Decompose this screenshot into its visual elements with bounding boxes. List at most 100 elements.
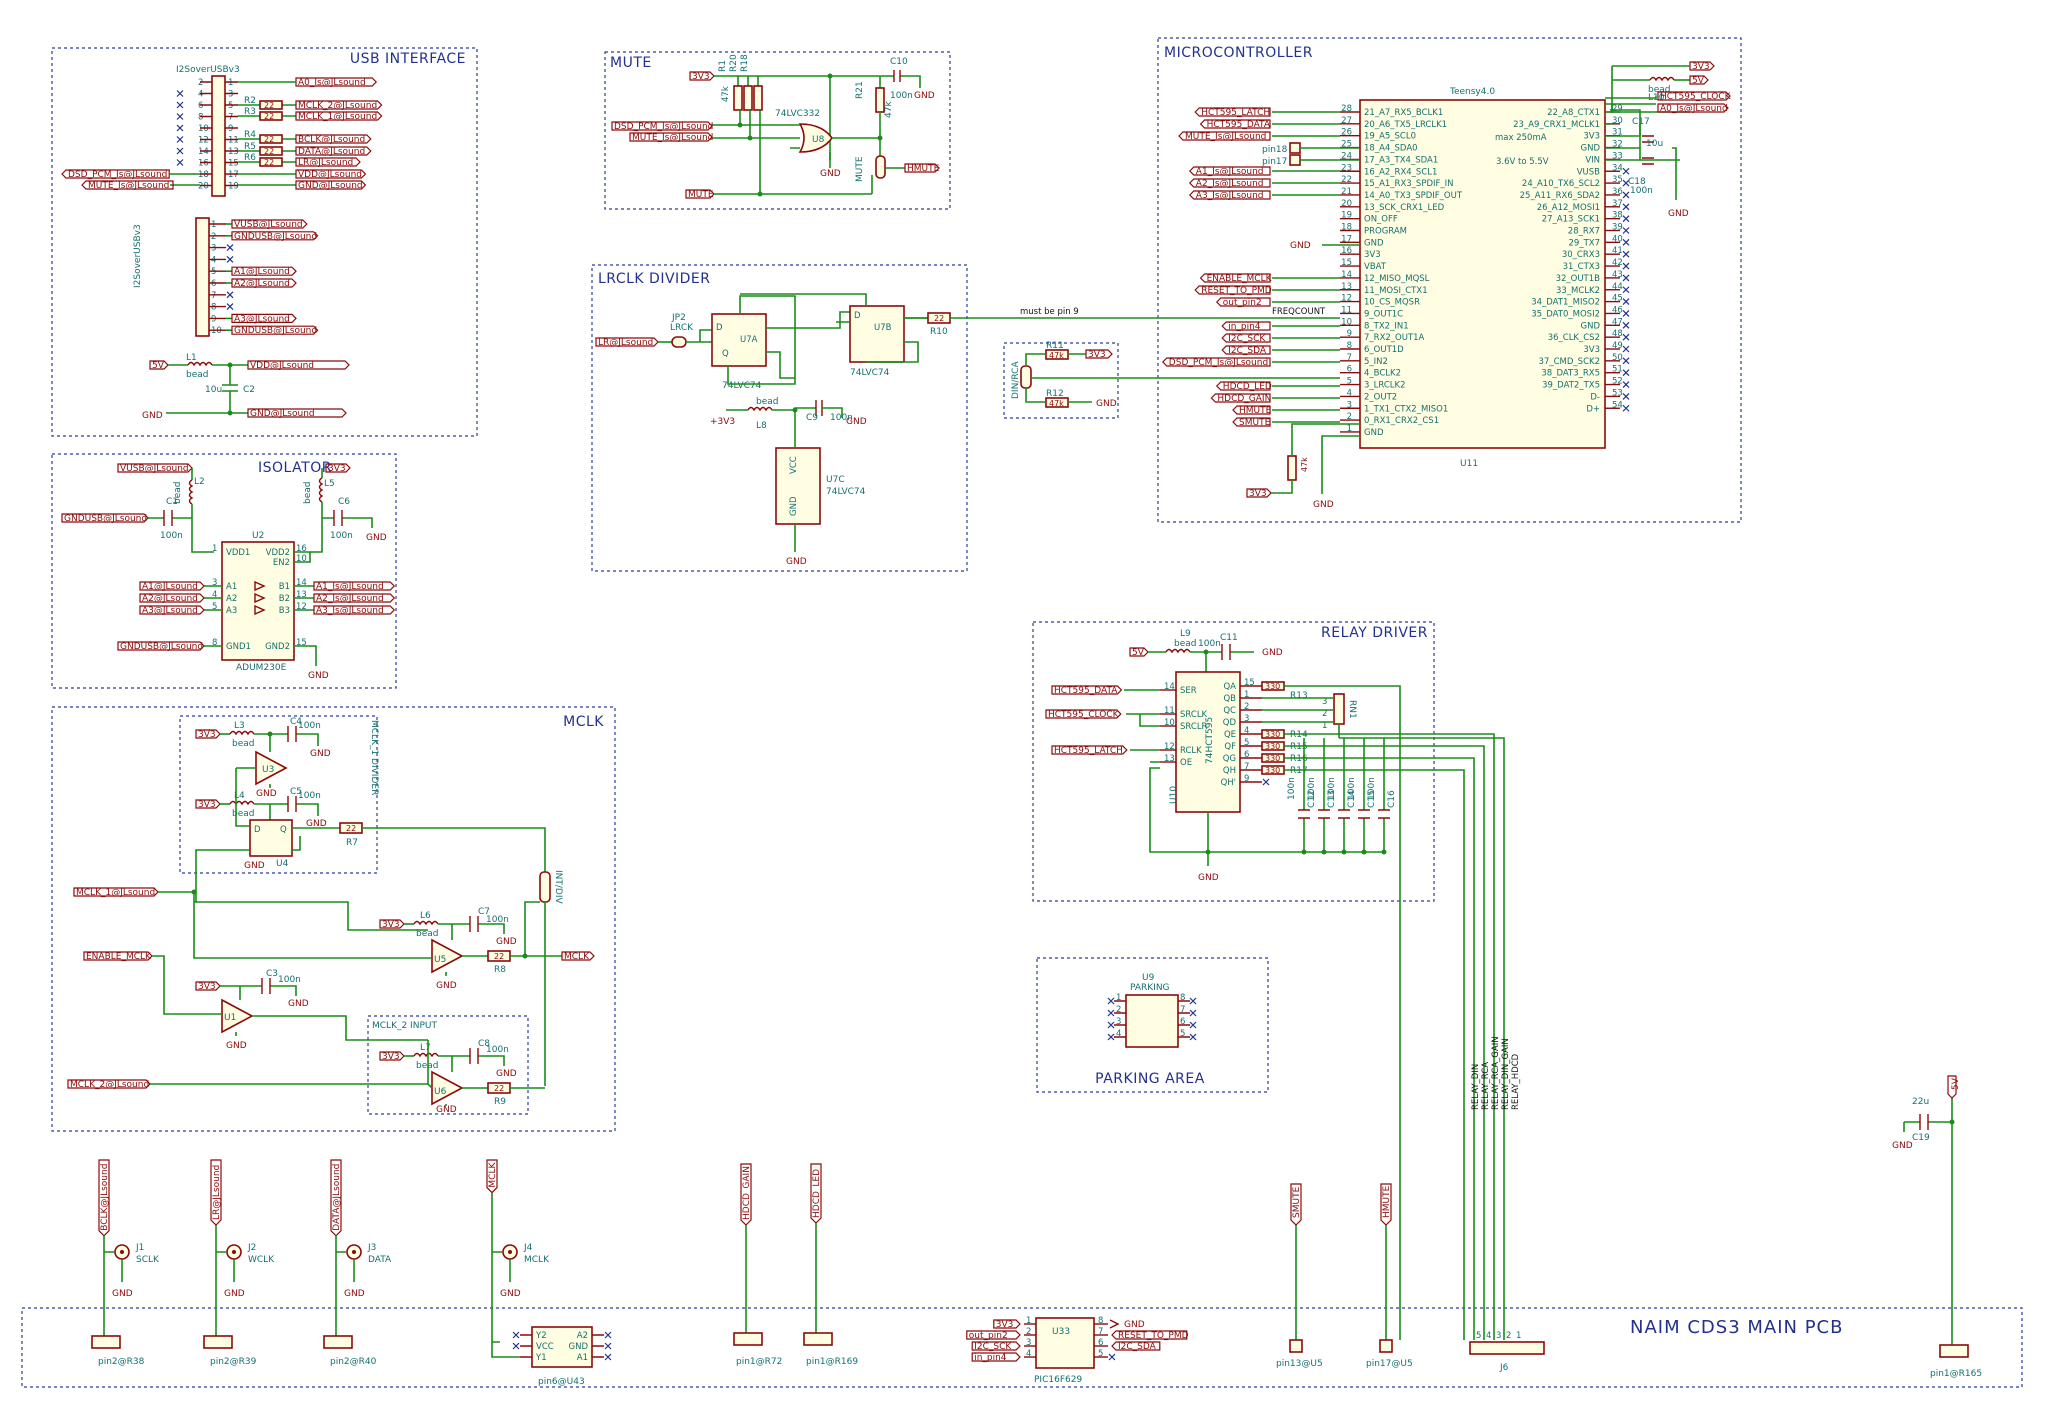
jack-net-shape bbox=[210, 1159, 222, 1226]
u7b-d-pin: D bbox=[854, 311, 861, 321]
bottom-hdcd: HDCD_GAIN HDCD_LED pin1@R72 pin1@R169 bbox=[733, 1163, 858, 1367]
u10-left-num: 11 bbox=[1164, 706, 1175, 716]
mcu-right-pin-name: 37_CMD_SCK2 bbox=[1539, 357, 1600, 367]
r9-ref: R9 bbox=[494, 1097, 506, 1107]
u33-ref: U33 bbox=[1052, 1327, 1070, 1337]
relay-rn1-pin: 1 bbox=[1322, 721, 1327, 731]
mcu-right-pin-num: 51 bbox=[1612, 365, 1623, 375]
u4-d: D bbox=[254, 825, 261, 835]
c10-ref: C10 bbox=[890, 57, 908, 67]
mcu-left-pin-name: 1_TX1_CTX2_MISO1 bbox=[1364, 404, 1448, 414]
j6-pin-num: 4 bbox=[1486, 1331, 1491, 1341]
dinrca-gnd: GND bbox=[1096, 399, 1117, 409]
u7b-chip: 74LVC74 bbox=[850, 368, 890, 378]
c19-ref: C19 bbox=[1912, 1133, 1930, 1143]
u2-left-pin-name: A2 bbox=[226, 594, 237, 604]
mclk-3v3-a: 3V3 bbox=[198, 730, 216, 740]
c11-ref: C11 bbox=[1220, 633, 1238, 643]
r1-ref: R1 bbox=[718, 60, 728, 72]
u7c-power bbox=[775, 447, 821, 525]
u2-right-pin-num: 14 bbox=[296, 578, 307, 588]
mcu-right-pin-name: VIN bbox=[1585, 155, 1600, 165]
iso-gnd-r: GND bbox=[366, 533, 387, 543]
mcu-net-hct595-clock: HCT595_CLOCK bbox=[1660, 92, 1732, 102]
jp2-jumper[interactable] bbox=[671, 336, 687, 348]
u10-left-num: 14 bbox=[1164, 682, 1175, 692]
relay-net-latch: HCT595_LATCH bbox=[1054, 746, 1123, 756]
u2-left-pin-num: 1 bbox=[212, 544, 217, 554]
u10-left-num: 10 bbox=[1164, 718, 1175, 728]
mute-net-dsd: DSD_PCM_Is@JLsound bbox=[614, 122, 713, 132]
j6-ref: J6 bbox=[1499, 1363, 1509, 1373]
c1-val: 100n bbox=[160, 531, 183, 541]
mclk1-divider-box bbox=[179, 715, 378, 874]
u33-right-num: 8 bbox=[1098, 1316, 1103, 1326]
mcu-net: out_pin2 bbox=[1223, 298, 1262, 308]
u33-right-net: GND bbox=[1124, 1320, 1145, 1330]
j6-pin-num: 3 bbox=[1496, 1331, 1501, 1341]
mcu-left-pin-num: 3 bbox=[1347, 400, 1352, 410]
mcu-right-pin-num: 35 bbox=[1612, 175, 1623, 185]
u33-body bbox=[1035, 1317, 1095, 1369]
usb-pin-right: 15 bbox=[228, 159, 239, 169]
no-connect-mark bbox=[1622, 392, 1630, 400]
l9-val: bead bbox=[1174, 639, 1196, 649]
u6-ref: U6 bbox=[434, 1087, 447, 1097]
pin-r72-label: pin1@R72 bbox=[736, 1357, 782, 1367]
mcu-left-pin-num: 1 bbox=[1347, 424, 1352, 434]
mclk1-divider-title: MCLK_1 DIVIDER bbox=[369, 720, 379, 795]
iso-right-net: A3_Is@JLsound bbox=[316, 606, 384, 616]
jack-center bbox=[232, 1250, 236, 1254]
usb-resistor-ref: R5 bbox=[244, 142, 256, 152]
relay-wire-label: RELAY_DIN_GAIN bbox=[1501, 1038, 1511, 1110]
mclk-3v3-c: 3V3 bbox=[382, 920, 400, 930]
mcu-right-pin-num: 40 bbox=[1612, 234, 1623, 244]
mclk2-input-title: MCLK_2 INPUT bbox=[372, 1021, 437, 1031]
mcu-gnd-left: GND bbox=[1290, 241, 1311, 251]
usb-net: LR@JLsound bbox=[298, 158, 353, 168]
relay-cap bbox=[1338, 809, 1350, 819]
c8-gnd: GND bbox=[496, 1069, 517, 1079]
u2-right-pin-num: 10 bbox=[296, 554, 307, 564]
mcu-net: DSD_PCM_Is@JLsound bbox=[1169, 358, 1268, 368]
mcu-net: HCT595_LATCH bbox=[1201, 108, 1270, 118]
iso-left-net: A2@JLsound bbox=[142, 594, 198, 604]
no-connect-mark bbox=[1107, 1033, 1115, 1041]
usb-resistor-value: 22 bbox=[264, 101, 274, 110]
usb-pin-left: 16 bbox=[198, 159, 209, 169]
usb2-net: GNDUSB@JLsound bbox=[234, 326, 317, 336]
no-connect-mark bbox=[176, 159, 184, 166]
u5-buffer bbox=[431, 938, 464, 974]
mcu-net-shape bbox=[1188, 190, 1271, 200]
c10-gnd: GND bbox=[914, 91, 935, 101]
mcu-left-pin-name: 15_A1_RX3_SPDIF_IN bbox=[1364, 179, 1454, 189]
mcu-left-pin-name: GND bbox=[1364, 238, 1384, 248]
u7a-q-pin: Q bbox=[722, 349, 729, 359]
u9-pin-right: 7 bbox=[1180, 1005, 1185, 1015]
c4-val: 100n bbox=[298, 721, 321, 731]
mcu-left-pin-num: 8 bbox=[1347, 341, 1352, 351]
no-connect-mark bbox=[1622, 321, 1630, 329]
jp1-jumper[interactable] bbox=[539, 871, 551, 903]
u33-right-num: 6 bbox=[1098, 1338, 1103, 1348]
jack-name: WCLK bbox=[248, 1255, 275, 1265]
u10-left-pin: SRCLK bbox=[1180, 710, 1208, 720]
iso-3v3: 3V3 bbox=[328, 464, 346, 474]
u33-right-num: 5 bbox=[1098, 1349, 1103, 1359]
c1-ref: C1 bbox=[166, 497, 178, 507]
l3-ref: L3 bbox=[234, 721, 245, 731]
usb2-pin: 3 bbox=[211, 244, 216, 254]
mcu-left-pin-name: 3V3 bbox=[1364, 250, 1381, 260]
freqcount-label: FREQCOUNT bbox=[1272, 307, 1326, 317]
mcu-net-shape bbox=[1161, 357, 1271, 367]
net-5v: 5V bbox=[152, 361, 165, 371]
mute-jumper[interactable] bbox=[875, 155, 886, 179]
mcu-net: I2C_SCK bbox=[1228, 334, 1266, 344]
dinrca-jumper[interactable] bbox=[1020, 365, 1032, 389]
no-connect-mark bbox=[1189, 1033, 1197, 1041]
l6-val: bead bbox=[416, 929, 438, 939]
no-connect-mark bbox=[1622, 238, 1630, 246]
u2-left-pin-num: 5 bbox=[212, 602, 217, 612]
relay-cap bbox=[1358, 809, 1370, 819]
